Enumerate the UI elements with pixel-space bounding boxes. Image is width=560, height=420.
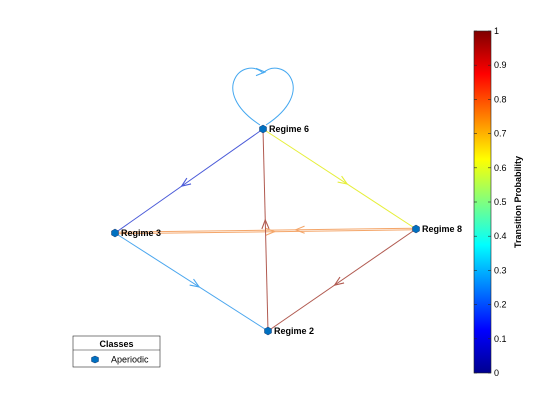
colorbar-tick-label: 0.4 xyxy=(494,231,507,241)
node-r3: Regime 3 xyxy=(111,228,161,238)
edge-r8-r2 xyxy=(267,228,417,332)
legend-marker-icon xyxy=(91,355,99,364)
edge-line xyxy=(267,228,417,332)
node-marker-icon xyxy=(264,326,272,336)
edge-arrow-icon xyxy=(294,225,305,234)
edge-r3-r2 xyxy=(114,232,269,332)
self-loop-line xyxy=(232,67,294,126)
legend-item-label: Aperiodic xyxy=(111,355,149,365)
colorbar-tick-label: 1 xyxy=(494,26,499,36)
colorbar-tick-label: 0.9 xyxy=(494,60,507,70)
legend-box xyxy=(72,335,161,368)
edge-arrow-icon xyxy=(180,177,192,188)
colorbar-title: Transition Probability xyxy=(513,156,523,248)
edge-line xyxy=(114,232,269,332)
edge-line xyxy=(262,128,417,230)
node-marker-icon xyxy=(259,124,267,134)
edge-arrow-icon xyxy=(333,276,345,286)
edges-layer xyxy=(114,67,417,332)
node-marker-icon xyxy=(412,224,420,234)
edge-r6-r8 xyxy=(262,128,417,230)
edge-line xyxy=(262,128,269,332)
edge-arrow-icon xyxy=(261,218,270,230)
colorbar-tick-label: 0.3 xyxy=(494,265,507,275)
node-label: Regime 3 xyxy=(121,228,161,238)
self-loop-arrow-icon xyxy=(255,67,267,77)
colorbar-tick-label: 0.7 xyxy=(494,129,507,139)
node-r2: Regime 2 xyxy=(264,326,314,336)
edge-arrow-icon xyxy=(265,227,277,236)
colorbar: 0 0.1 0.2 0.3 0.4 0.5 0.6 0.7 0.8 0.9 1 Transition… xyxy=(473,26,523,378)
node-marker-icon xyxy=(111,228,119,238)
edge-arrow-icon xyxy=(189,278,201,288)
legend-title: Classes xyxy=(99,339,133,349)
colorbar-tick-label: 0.1 xyxy=(494,334,507,344)
colorbar-tick-label: 0.8 xyxy=(494,94,507,104)
colorbar-tick-label: 0.2 xyxy=(494,300,507,310)
legend: Classes Aperiodic xyxy=(72,335,161,368)
edge-line xyxy=(114,128,264,234)
node-label: Regime 8 xyxy=(422,224,462,234)
node-r8: Regime 8 xyxy=(412,224,462,234)
nodes-layer: Regime 6 Regime 3 Regime 8 Regime 2 xyxy=(111,124,462,336)
node-label: Regime 2 xyxy=(274,326,314,336)
colorbar-tick-label: 0 xyxy=(494,368,499,378)
colorbar-ticks: 0 0.1 0.2 0.3 0.4 0.5 0.6 0.7 0.8 0.9 1 xyxy=(474,26,507,378)
edge-r6-r3 xyxy=(114,128,264,234)
colorbar-tick-label: 0.6 xyxy=(494,163,507,173)
node-r6: Regime 6 xyxy=(259,124,309,134)
edge-arrow-icon xyxy=(337,175,349,185)
edge-r6-r6 xyxy=(232,67,294,126)
edge-r2-r6 xyxy=(261,128,270,332)
node-label: Regime 6 xyxy=(269,124,309,134)
colorbar-tick-label: 0.5 xyxy=(494,197,507,207)
